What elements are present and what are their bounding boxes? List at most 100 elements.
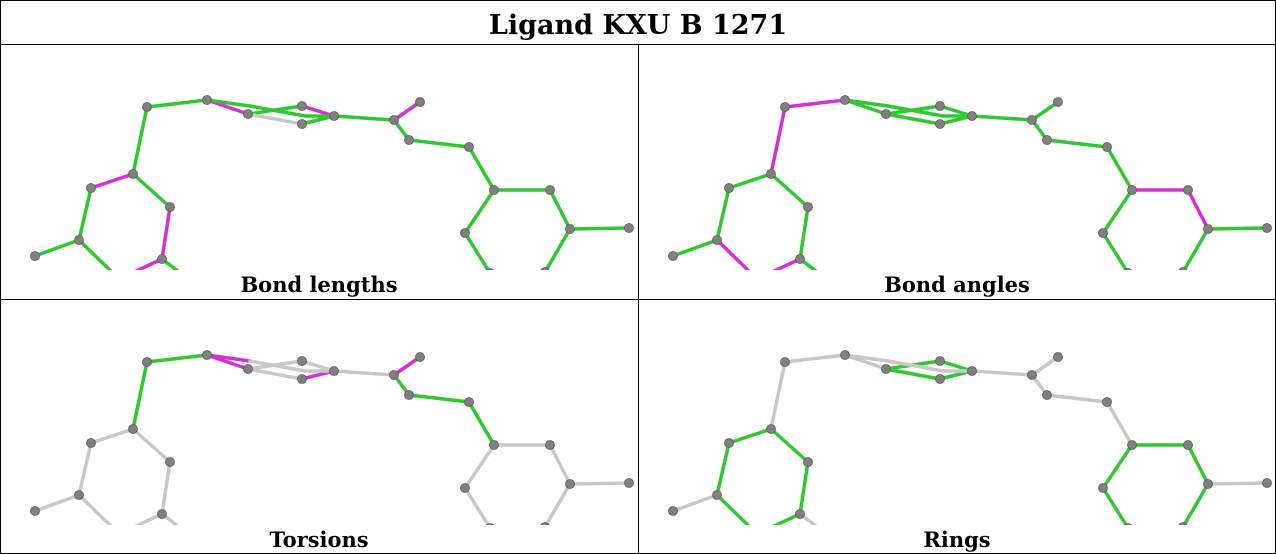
atom bbox=[128, 169, 138, 179]
atom bbox=[668, 506, 678, 516]
atom bbox=[157, 509, 167, 519]
atom bbox=[1203, 224, 1213, 234]
bond bbox=[1105, 400, 1134, 447]
bond bbox=[568, 226, 631, 231]
bond bbox=[1182, 227, 1210, 270]
bond bbox=[715, 493, 751, 525]
atom bbox=[545, 440, 555, 450]
atom bbox=[795, 254, 805, 264]
bond bbox=[392, 355, 422, 377]
bond bbox=[332, 114, 396, 122]
bond bbox=[467, 400, 496, 447]
atom bbox=[415, 352, 425, 362]
bond bbox=[77, 186, 93, 242]
atom bbox=[1178, 267, 1188, 270]
panel-label-rings: Rings bbox=[923, 527, 991, 552]
bond bbox=[1105, 145, 1134, 192]
atom bbox=[624, 223, 634, 233]
atom bbox=[1053, 352, 1063, 362]
bond bbox=[467, 145, 496, 192]
panel-torsions-structure bbox=[30, 350, 634, 525]
bond bbox=[1186, 188, 1210, 231]
bond bbox=[392, 100, 422, 122]
atom bbox=[460, 228, 470, 238]
atom bbox=[86, 438, 96, 448]
atom bbox=[464, 142, 474, 152]
atom bbox=[1102, 397, 1112, 407]
bond bbox=[769, 360, 787, 431]
atom bbox=[1098, 228, 1108, 238]
bond bbox=[246, 112, 304, 126]
atom bbox=[329, 366, 339, 376]
atom bbox=[128, 424, 138, 434]
atom bbox=[803, 457, 813, 467]
atom bbox=[1027, 370, 1037, 380]
bond bbox=[160, 460, 172, 516]
bond bbox=[89, 427, 135, 445]
atom bbox=[780, 102, 790, 112]
bond bbox=[798, 512, 818, 525]
bond bbox=[134, 512, 164, 525]
atom bbox=[624, 478, 634, 488]
bond bbox=[886, 104, 945, 118]
atom bbox=[840, 350, 850, 360]
bond bbox=[843, 98, 890, 108]
atom bbox=[74, 235, 84, 245]
atom bbox=[142, 102, 152, 112]
atom bbox=[30, 506, 40, 516]
bond bbox=[544, 227, 572, 270]
bond bbox=[544, 482, 572, 525]
atom bbox=[243, 364, 253, 374]
panel-label-bond-angles: Bond angles bbox=[884, 272, 1030, 297]
atom bbox=[464, 397, 474, 407]
atom bbox=[1102, 142, 1112, 152]
bond bbox=[1186, 443, 1210, 486]
bond bbox=[769, 427, 810, 464]
bond bbox=[160, 205, 172, 261]
bond bbox=[463, 486, 491, 525]
bond bbox=[145, 353, 209, 364]
atom bbox=[202, 350, 212, 360]
atom bbox=[1178, 522, 1188, 525]
atom bbox=[486, 523, 494, 525]
bond bbox=[89, 172, 135, 190]
bond bbox=[548, 188, 572, 231]
atom bbox=[545, 185, 555, 195]
bond bbox=[1101, 188, 1134, 235]
bond bbox=[783, 353, 847, 364]
bond bbox=[727, 172, 773, 190]
atom bbox=[935, 374, 945, 384]
atom bbox=[1124, 523, 1132, 525]
bond bbox=[1030, 100, 1060, 122]
bond bbox=[886, 359, 945, 373]
atom bbox=[1098, 483, 1108, 493]
bond bbox=[33, 238, 81, 258]
bond bbox=[798, 257, 818, 270]
atom bbox=[1183, 440, 1193, 450]
bond bbox=[145, 98, 209, 109]
atom bbox=[1053, 97, 1063, 107]
bond bbox=[407, 393, 471, 404]
atom bbox=[157, 254, 167, 264]
bond bbox=[77, 493, 113, 525]
atom bbox=[297, 101, 307, 111]
atom bbox=[1124, 268, 1132, 270]
bond bbox=[1101, 231, 1129, 270]
atom bbox=[1203, 479, 1213, 489]
bond bbox=[772, 512, 802, 525]
bond bbox=[205, 353, 252, 363]
atom bbox=[486, 268, 494, 270]
atom bbox=[297, 119, 307, 129]
atom bbox=[415, 97, 425, 107]
bond bbox=[783, 98, 847, 109]
atom bbox=[766, 424, 776, 434]
bond bbox=[332, 369, 396, 377]
bond bbox=[1101, 486, 1129, 525]
atom bbox=[389, 370, 399, 380]
bond bbox=[248, 359, 307, 373]
atom bbox=[795, 509, 805, 519]
atom bbox=[1042, 390, 1052, 400]
bond bbox=[548, 443, 572, 486]
bond bbox=[884, 112, 942, 126]
bond bbox=[970, 114, 1034, 122]
